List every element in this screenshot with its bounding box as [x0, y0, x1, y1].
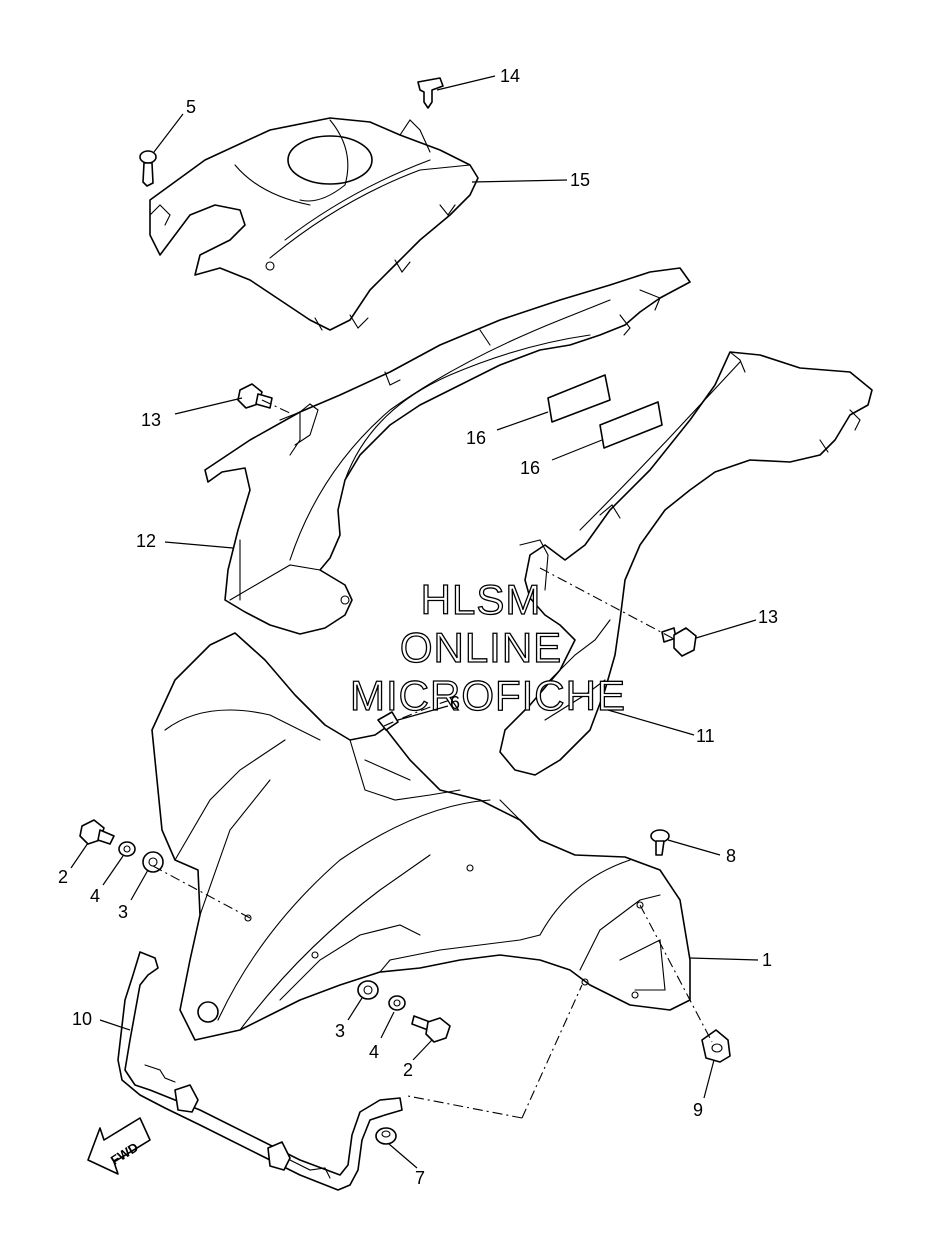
assembly-lines	[152, 399, 713, 1119]
callout-3b: 3	[335, 1021, 345, 1041]
callout-8: 8	[726, 846, 736, 866]
callout-11: 11	[696, 726, 715, 746]
callout-6: 6	[450, 693, 460, 713]
side-cover-right-part-11[interactable]	[499, 351, 873, 776]
watermark: HLSM ONLINE MICROFICHE	[349, 575, 626, 719]
label-part-16a[interactable]	[547, 374, 611, 423]
bolt-part-13a[interactable]	[237, 383, 273, 409]
callout-16a: 16	[466, 428, 486, 448]
bolt-part-2b[interactable]	[411, 1015, 451, 1043]
grommet-part-3b[interactable]	[357, 980, 379, 1000]
callout-9: 9	[693, 1100, 703, 1120]
callout-14: 14	[500, 66, 520, 86]
screw-part-5[interactable]	[139, 150, 157, 187]
callout-7: 7	[415, 1168, 425, 1188]
label-part-16b[interactable]	[599, 401, 663, 449]
callout-2b: 2	[403, 1060, 413, 1080]
callout-5: 5	[186, 97, 196, 117]
tank-cover-part-15[interactable]	[149, 117, 479, 331]
screw-part-8[interactable]	[650, 829, 670, 856]
rivet-part-14[interactable]	[417, 77, 444, 109]
grommet-part-3a[interactable]	[142, 851, 164, 873]
front-fender-part-1[interactable]	[151, 632, 691, 1041]
collar-part-4a[interactable]	[118, 841, 136, 857]
clip-part-6[interactable]	[377, 711, 399, 731]
callout-13a: 13	[141, 410, 161, 430]
callout-2a: 2	[58, 867, 68, 887]
callout-15: 15	[570, 170, 590, 190]
collar-part-4b[interactable]	[388, 995, 406, 1011]
leader-lines	[70, 75, 759, 1169]
callout-16b: 16	[520, 458, 540, 478]
callout-4b: 4	[369, 1042, 379, 1062]
callout-12: 12	[136, 531, 156, 551]
callout-3a: 3	[118, 902, 128, 922]
watermark-line-2: ONLINE	[400, 624, 562, 671]
callouts: 14 5 15 13 16 16 12 13 6 11 8 1 2 4 3 10…	[58, 66, 778, 1188]
watermark-line-1: HLSM	[421, 576, 542, 623]
grommet-part-7[interactable]	[375, 1127, 397, 1145]
fwd-arrow-icon: FWD	[87, 1117, 151, 1175]
side-cover-left-part-12[interactable]	[204, 267, 691, 635]
bolt-part-13b[interactable]	[661, 627, 697, 657]
callout-1: 1	[762, 950, 772, 970]
watermark-line-3: MICROFICHE	[350, 672, 626, 719]
callout-10: 10	[72, 1009, 92, 1029]
bracket-part-10[interactable]	[117, 951, 403, 1191]
bolt-part-2a[interactable]	[79, 819, 115, 845]
nut-clip-part-9[interactable]	[701, 1029, 731, 1063]
callout-13b: 13	[758, 607, 778, 627]
callout-4a: 4	[90, 886, 100, 906]
